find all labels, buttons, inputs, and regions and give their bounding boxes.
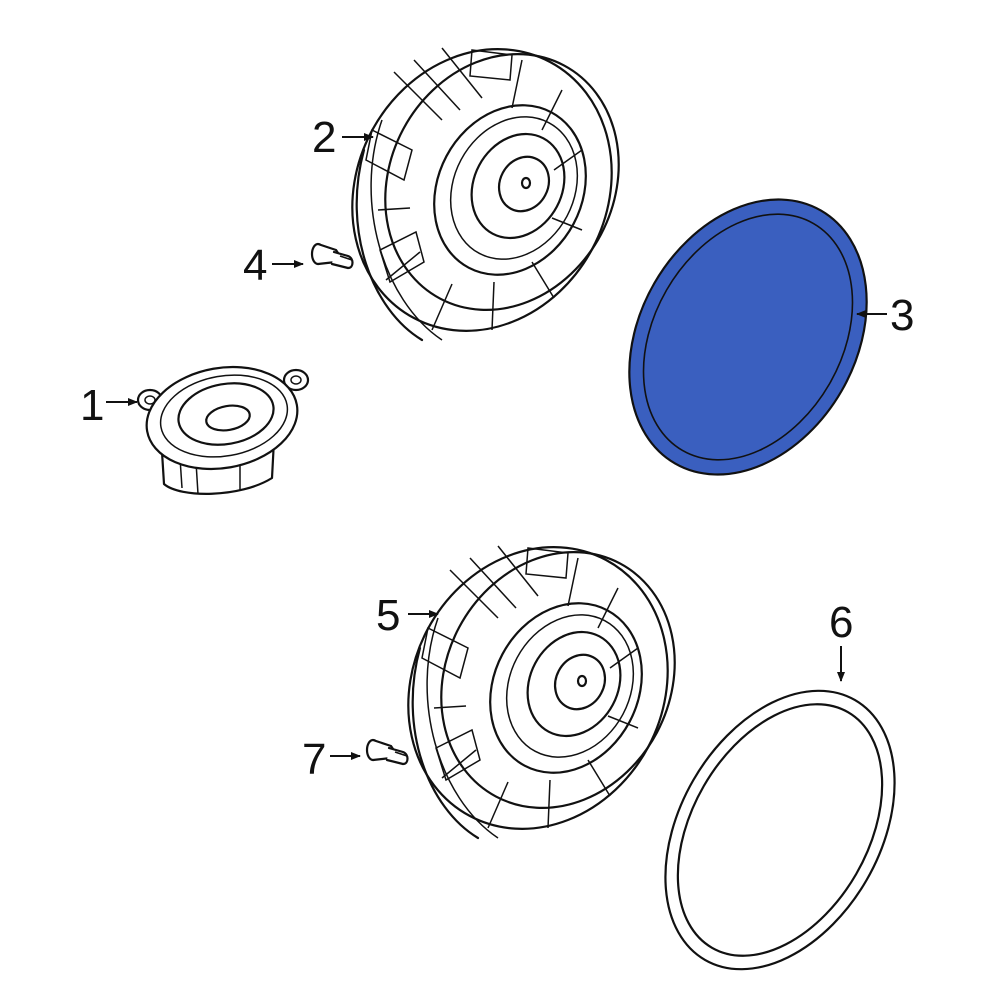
callout-label-7: 7 <box>302 735 326 784</box>
callout-1: 1 <box>80 381 138 430</box>
speaker-gasket-ring <box>664 689 896 971</box>
speaker-cover-highlighted <box>628 198 868 476</box>
callout-label-4: 4 <box>243 241 267 290</box>
callout-label-2: 2 <box>312 113 336 162</box>
callout-7: 7 <box>302 735 361 784</box>
speaker-screw-front <box>310 242 354 270</box>
callout-label-1: 1 <box>80 381 104 430</box>
callout-label-3: 3 <box>890 291 914 340</box>
callout-label-6: 6 <box>829 598 853 647</box>
callout-4: 4 <box>243 241 304 290</box>
callout-5: 5 <box>376 591 439 640</box>
front-door-speaker <box>302 2 664 378</box>
speaker-screw-rear <box>365 738 409 766</box>
callout-2: 2 <box>312 113 374 162</box>
rear-door-speaker <box>358 500 720 876</box>
callout-6: 6 <box>829 598 853 682</box>
callout-3: 3 <box>856 291 914 340</box>
callout-label-5: 5 <box>376 591 400 640</box>
tweeter-speaker <box>136 365 310 495</box>
